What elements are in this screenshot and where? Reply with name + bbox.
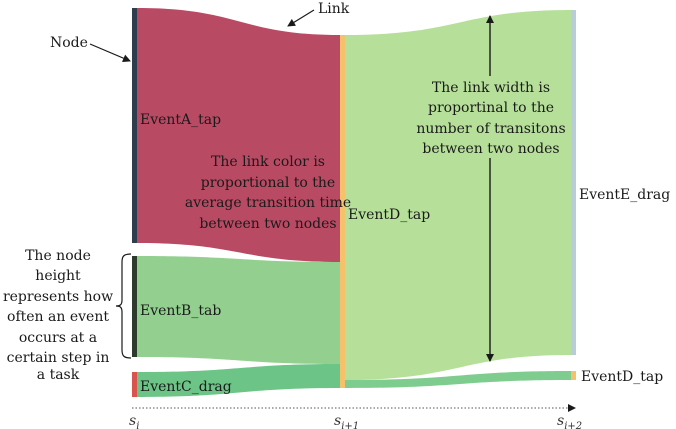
node-height-note-line: occurs at a xyxy=(19,330,97,346)
step-label-subscript: i xyxy=(136,421,139,429)
link-color-note: The link color is proportional to the av… xyxy=(185,154,351,232)
link-width-note-line: between two nodes xyxy=(422,141,559,157)
label-event-d-tap-mid: EventD_tap xyxy=(348,207,430,223)
link-width-note: The link width is proportinal to the num… xyxy=(416,80,565,157)
link-color-note-line: average transition time xyxy=(185,195,351,211)
step-label-base: s xyxy=(334,413,341,429)
link-width-note-line: The link width is xyxy=(432,80,550,96)
link-b-to-d xyxy=(137,256,340,364)
label-event-e-drag: EventE_drag xyxy=(579,187,670,203)
link-color-note-line: between two nodes xyxy=(199,216,336,232)
link-d-to-d xyxy=(345,371,571,388)
link-c-to-d xyxy=(137,364,340,397)
node-height-note-line: often an event xyxy=(7,309,109,325)
node-annotation-arrow xyxy=(89,43,131,62)
label-event-d-tap-end: EventD_tap xyxy=(581,369,663,385)
link-annotation-arrow xyxy=(287,9,315,27)
label-event-b-tab: EventB_tab xyxy=(140,303,221,319)
label-event-c-drag: EventC_drag xyxy=(140,379,232,395)
node-event-d-tap-end xyxy=(571,371,576,380)
link-color-note-line: The link color is xyxy=(211,154,325,170)
node-height-note: The node height represents how often an … xyxy=(3,248,113,383)
link-a-to-d xyxy=(137,8,340,262)
step-label-subscript: i+1 xyxy=(341,421,359,429)
step-label-base: s xyxy=(557,413,564,429)
node-event-c-drag xyxy=(132,372,137,397)
label-event-a-tap: EventA_tap xyxy=(140,112,221,128)
node-height-note-line: represents how xyxy=(3,289,113,305)
step-label-base: s xyxy=(129,413,136,429)
node-event-d-tap-mid xyxy=(340,35,345,388)
node-height-note-line: height xyxy=(35,268,81,284)
node-height-brace xyxy=(115,253,132,359)
link-color-note-line: proportional to the xyxy=(201,175,335,191)
step-label-subscript: i+2 xyxy=(564,421,582,429)
node-event-b-tab xyxy=(132,256,137,357)
node-event-a-tap xyxy=(132,8,137,243)
node-event-e-drag xyxy=(571,10,576,355)
step-label-i: si xyxy=(129,413,139,429)
node-annotation-label: Node xyxy=(50,35,88,51)
node-height-note-line: certain step in xyxy=(7,350,110,366)
step-label-i-plus-1: si+1 xyxy=(334,413,359,429)
link-d-to-e xyxy=(345,10,571,380)
link-width-note-line: proportinal to the xyxy=(428,100,554,116)
link-annotation-label: Link xyxy=(318,1,350,17)
step-label-i-plus-2: si+2 xyxy=(557,413,582,429)
node-height-note-line: a task xyxy=(37,367,80,383)
link-width-note-line: number of transitons xyxy=(416,121,565,137)
node-height-note-line: The node xyxy=(25,248,91,264)
